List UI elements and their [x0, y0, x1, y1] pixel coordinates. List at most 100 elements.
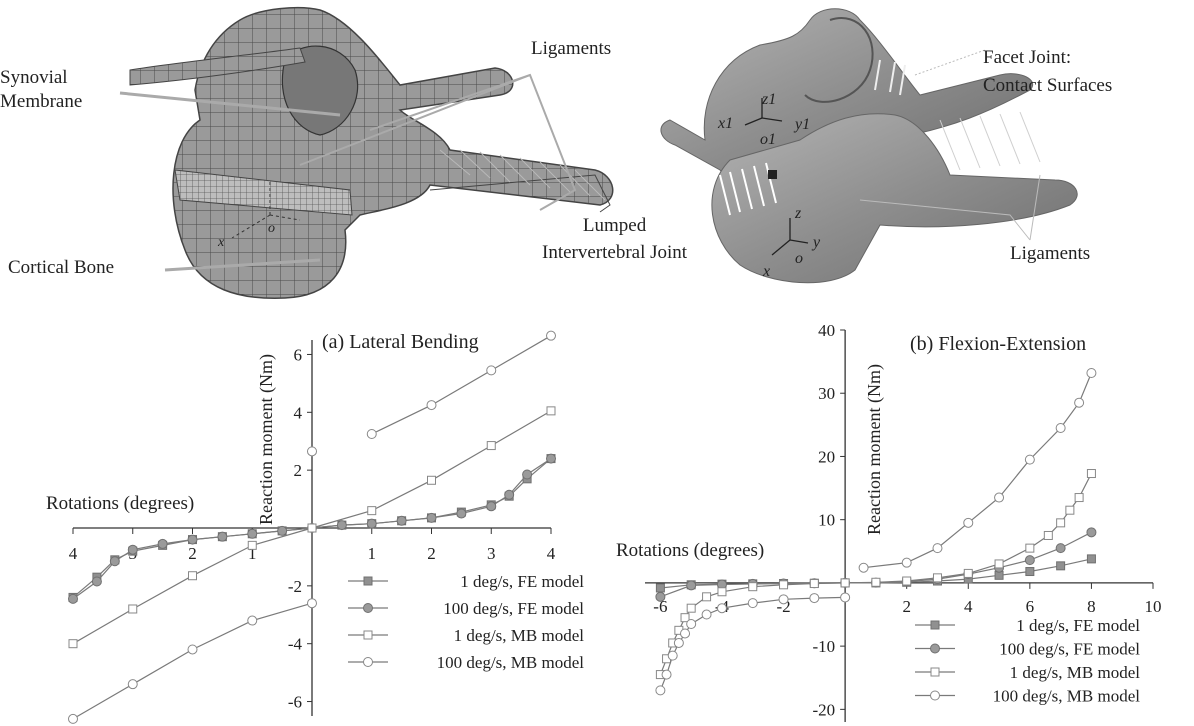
chart-a-data-point	[307, 523, 317, 533]
chart-b-legend-label: 1 deg/s, MB model	[1010, 663, 1141, 682]
chart-b-data-point	[702, 592, 712, 602]
chart-b-data-point	[1055, 543, 1066, 554]
lumped-joint-label: Lumped Intervertebral Joint	[542, 215, 688, 263]
chart-b-data-point	[673, 637, 684, 648]
chart-b-data-point	[1074, 397, 1085, 408]
chart-b-data-point	[1025, 567, 1035, 577]
chart-a-data-point	[157, 538, 168, 549]
chart-b-data-point	[680, 613, 690, 623]
chart-a-legend-marker	[363, 657, 373, 667]
chart-b-legend-marker	[930, 667, 940, 677]
chart-b-legend-label: 100 deg/s, MB model	[993, 687, 1141, 706]
chart-a-y-axis-label: Reaction moment (Nm)	[256, 354, 277, 525]
chart-b-data-point	[994, 559, 1004, 569]
chart-a-x-tick-label: 2	[427, 544, 436, 563]
chart-b-data-point	[994, 492, 1005, 503]
chart-b-data-point	[716, 603, 727, 614]
chart-b-legend-label: 1 deg/s, FE model	[1016, 616, 1140, 635]
facet-joint-text: Facet Joint: Contact Surfaces	[983, 47, 1113, 96]
chart-b-data-point	[963, 568, 973, 578]
chart-a-data-point	[307, 598, 317, 609]
chart-a-data-point	[546, 406, 556, 416]
chart-a-data-point	[127, 679, 138, 690]
chart-b-data-point	[748, 582, 758, 592]
chart-a-x-tick-label: 1	[368, 544, 377, 563]
chart-b-data-point	[1065, 505, 1075, 515]
chart-b-data-point	[840, 592, 851, 603]
chart-b-data-point	[778, 594, 789, 605]
chart-b-y-axis-label: Reaction moment (Nm)	[864, 364, 885, 535]
chart-a-data-point	[366, 429, 377, 439]
axis-x-label-right: x	[762, 263, 770, 280]
chart-a-data-point	[68, 639, 78, 649]
chart-b-x-tick-label: 4	[964, 597, 973, 616]
chart-b-data-point	[1056, 518, 1066, 528]
chart-a-data-point	[68, 713, 78, 724]
chart-b-data-point	[1086, 554, 1096, 564]
chart-a-y-tick-label: 4	[294, 403, 303, 422]
chart-a-y-tick-label: 6	[294, 345, 303, 364]
chart-b-data-point	[686, 603, 696, 613]
mb-bone-model: z1 x1 y1 o1 z x y o	[660, 8, 1078, 284]
chart-b-data-point	[747, 598, 758, 609]
chart-a-data-point	[336, 520, 347, 531]
chart-a-title: (a) Lateral Bending	[322, 331, 479, 353]
chart-a-data-point	[91, 576, 102, 587]
chart-a-data-point	[247, 528, 258, 539]
chart-a-legend-marker	[363, 603, 373, 613]
axis-z1-label: z1	[761, 91, 776, 108]
chart-b-data-point	[1086, 367, 1097, 378]
chart-b-data-point	[840, 578, 850, 588]
cortical-bone-label: Cortical Bone	[8, 257, 115, 278]
chart-b-data-point	[1024, 555, 1035, 566]
chart-b-legend-marker	[930, 620, 940, 630]
chart-b-data-point	[1056, 561, 1066, 571]
axis-y-label: y	[811, 234, 821, 251]
chart-a-data-point	[522, 469, 533, 480]
chart-a-legend-label: 100 deg/s, FE model	[443, 599, 584, 618]
axis-x1-label: x1	[717, 115, 733, 132]
chart-a-data-point	[68, 593, 78, 604]
chart-b-data-point	[1025, 543, 1035, 553]
chart-b-x-tick-label: 2	[902, 597, 911, 616]
chart-a-data-point	[427, 475, 436, 485]
chart-b-x-tick-label: 6	[1026, 597, 1035, 616]
ligaments-label-left: Ligaments	[531, 38, 612, 59]
chart-a-data-point	[546, 453, 556, 464]
chart-a-data-point	[307, 446, 317, 457]
chart-b-y-tick-label: 10	[818, 511, 835, 530]
chart-a-data-point	[188, 571, 197, 581]
chart-a-legend-label: 1 deg/s, FE model	[460, 572, 584, 591]
chart-a-series-4	[68, 330, 556, 724]
chart-b-y-tick-label: -20	[812, 700, 835, 719]
chart-a-data-point	[247, 615, 258, 626]
vertebra-illustration: o x z1 x1 y1	[119, 6, 1078, 299]
chart-a-x-tick-label: 4	[69, 544, 78, 563]
chart-b-legend-marker	[930, 690, 940, 701]
chart-b-data-point	[902, 576, 912, 586]
chart-a-series-3	[68, 406, 556, 649]
chart-b-x-axis-label: Rotations (degrees)	[616, 540, 764, 561]
chart-b-data-point	[1086, 527, 1097, 538]
chart-b-x-tick-label: 10	[1145, 597, 1162, 616]
chart-a-legend-label: 100 deg/s, MB model	[437, 653, 585, 672]
chart-b-data-point	[655, 685, 666, 696]
chart-a-data-point	[247, 540, 257, 550]
chart-a-legend-marker	[363, 576, 373, 586]
chart-b-data-point	[717, 587, 727, 597]
chart-b-data-point	[655, 591, 666, 602]
axis-o-label-right: o	[795, 250, 803, 267]
chart-b-series-line	[863, 372, 1092, 569]
chart-a-data-point	[426, 400, 437, 411]
chart-b-data-point	[1086, 469, 1096, 479]
chart-b-y-tick-label: 30	[818, 384, 835, 403]
chart-b-data-point	[1043, 530, 1053, 540]
chart-a-x-tick-label: 2	[188, 544, 197, 563]
chart-a-series-line	[371, 335, 552, 435]
chart-b-data-point	[661, 669, 672, 680]
